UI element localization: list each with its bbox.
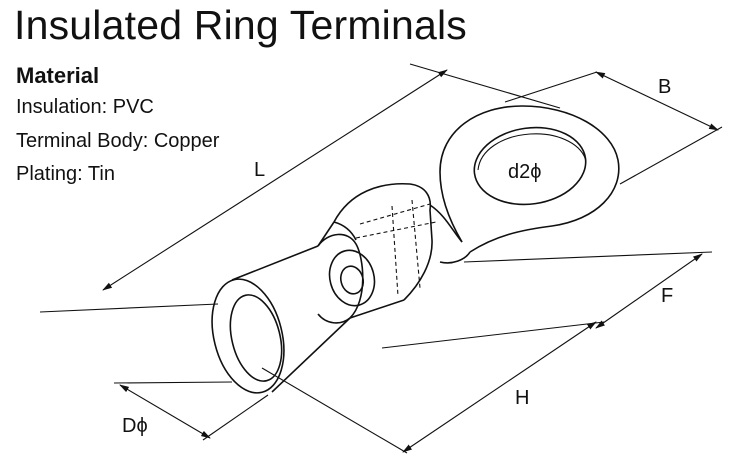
front-cylinder-bottom	[271, 317, 351, 393]
b-dimension-line	[595, 71, 719, 131]
b-extension-bottom	[619, 126, 723, 185]
b-extension-top	[504, 71, 598, 103]
page-title: Insulated Ring Terminals	[14, 2, 467, 48]
l-extension-left	[39, 303, 219, 313]
h-extension-left	[261, 367, 408, 454]
material-plating: Plating: Tin	[16, 163, 115, 185]
barrel-back-outline	[333, 182, 433, 301]
label-d-phi: Dϕ	[122, 415, 148, 437]
front-cylinder-face-outer	[211, 278, 285, 394]
copper-barrel-vert-dashed	[391, 205, 399, 297]
copper-barrel-top-dashed	[359, 203, 431, 225]
ring-tongue-outline	[439, 105, 620, 253]
terminal-drawing	[211, 105, 620, 394]
collar-face	[328, 249, 376, 307]
neck-upper	[429, 204, 463, 243]
d-extension-top	[113, 381, 233, 384]
f-dimension-line	[595, 253, 703, 329]
neck-lower	[439, 251, 471, 264]
ring-hole-inner-edge	[477, 133, 587, 171]
label-f: F	[661, 285, 673, 307]
f-extension-top	[463, 251, 713, 263]
d-extension-bottom	[202, 394, 269, 441]
f-extension-bottom	[381, 321, 605, 349]
label-b: B	[658, 76, 671, 98]
collar-inner-hole	[339, 265, 365, 295]
barrel-back-rim	[333, 221, 357, 241]
front-cylinder-top	[231, 245, 319, 281]
label-h: H	[515, 387, 529, 409]
collar-top-link	[317, 221, 335, 247]
h-dimension-line	[402, 321, 597, 453]
label-l: L	[254, 159, 265, 181]
material-heading: Material	[16, 63, 100, 88]
dimension-lines	[39, 63, 723, 454]
copper-barrel-mid-dashed	[355, 221, 437, 239]
copper-barrel-vert2-dashed	[411, 199, 421, 289]
label-d2-phi: d2ϕ	[508, 161, 541, 183]
d-dimension-line	[119, 384, 211, 439]
l-dimension-line	[102, 69, 448, 291]
l-extension-right	[409, 63, 561, 109]
collar-bottom-link	[349, 299, 405, 319]
front-cylinder-face-inner	[229, 294, 283, 382]
